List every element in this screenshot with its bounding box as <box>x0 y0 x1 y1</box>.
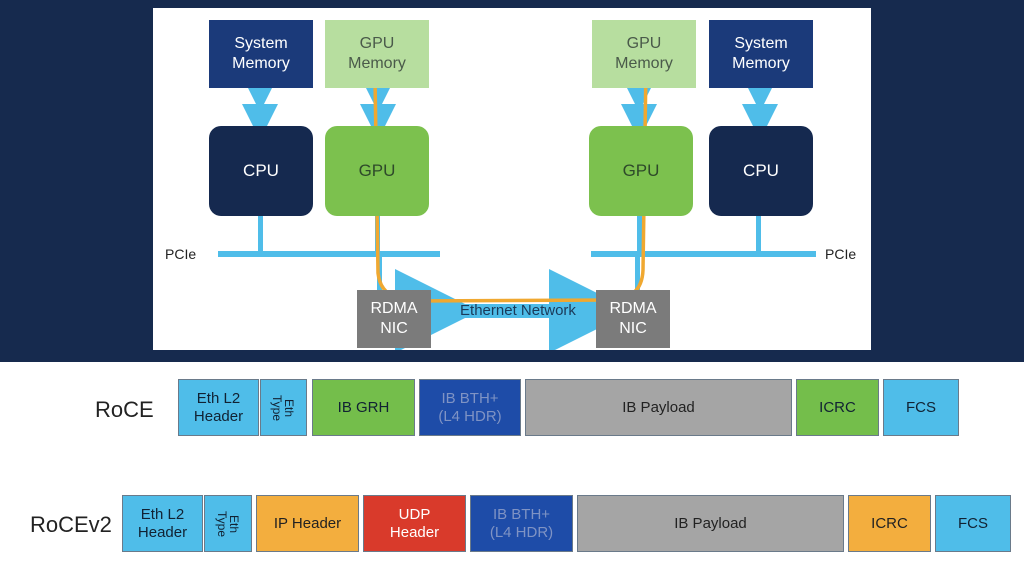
rocev2-ib-payload: IB Payload <box>577 495 844 552</box>
left-system-memory: System Memory <box>209 20 313 88</box>
left-cpu: CPU <box>209 126 313 216</box>
left-gpu-memory: GPU Memory <box>325 20 429 88</box>
right-pcie-bus <box>591 251 816 257</box>
right-pcie-label: PCIe <box>825 246 857 262</box>
rocev2-icrc: ICRC <box>848 495 931 552</box>
left-gpu: GPU <box>325 126 429 216</box>
rocev2-fcs: FCS <box>935 495 1011 552</box>
rocev2-ib-bth: IB BTH+ (L4 HDR) <box>470 495 573 552</box>
rocev2-eth-l2-header: Eth L2 Header <box>122 495 203 552</box>
rdma-architecture-diagram: System Memory GPU Memory CPU GPU RDMA NI… <box>153 8 871 350</box>
left-pcie-label: PCIe <box>165 246 197 262</box>
right-rdma-nic: RDMA NIC <box>596 290 670 348</box>
right-cpu: CPU <box>709 126 813 216</box>
gpu-direct-data-path <box>373 52 660 303</box>
rocev2-label: RoCEv2 <box>30 512 112 537</box>
left-rdma-nic: RDMA NIC <box>357 290 431 348</box>
right-gpu: GPU <box>589 126 693 216</box>
right-gpu-memory: GPU Memory <box>592 20 696 88</box>
rocev2-ip-header: IP Header <box>256 495 359 552</box>
roce-fcs: FCS <box>883 379 959 436</box>
roce-ib-payload: IB Payload <box>525 379 792 436</box>
ethernet-network-label: Ethernet Network <box>460 302 576 319</box>
right-system-memory: System Memory <box>709 20 813 88</box>
roce-label: RoCE <box>95 397 154 422</box>
rocev2-eth-type: Eth Type <box>204 495 252 552</box>
roce-eth-l2-header: Eth L2 Header <box>178 379 259 436</box>
roce-ib-grh: IB GRH <box>312 379 415 436</box>
roce-eth-type: Eth Type <box>260 379 307 436</box>
left-pcie-bus <box>218 251 440 257</box>
rocev2-udp-header: UDP Header <box>363 495 466 552</box>
roce-ib-bth: IB BTH+ (L4 HDR) <box>419 379 521 436</box>
roce-icrc: ICRC <box>796 379 879 436</box>
diagram-connectors <box>218 52 816 350</box>
frame-format-comparison: RoCE Eth L2 Header Eth Type IB GRH IB BT… <box>0 362 1024 563</box>
